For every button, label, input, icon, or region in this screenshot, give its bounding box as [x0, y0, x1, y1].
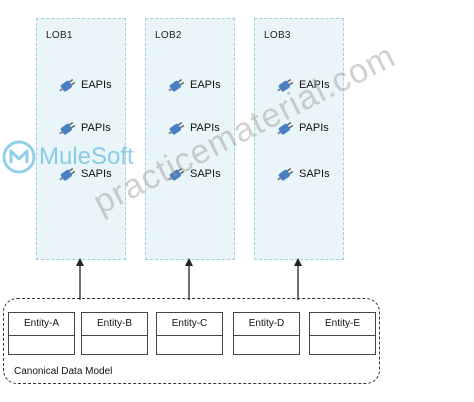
api-layer-experience: EAPIs: [166, 76, 221, 94]
entity-box-a: Entity-A: [8, 312, 75, 355]
watermark-site-text: practicematerial.com: [87, 36, 402, 222]
plug-icon: [59, 78, 76, 92]
entity-box-d: Entity-D: [233, 312, 300, 355]
mulesoft-watermark-logo: MuleSoft: [2, 140, 134, 174]
api-label: SAPIs: [299, 168, 330, 180]
lob-column-3: LOB3 EAPIs PAPIs: [254, 18, 344, 260]
plug-icon: [277, 167, 294, 181]
api-label: EAPIs: [81, 79, 112, 91]
entity-name: Entity-A: [9, 313, 74, 336]
entity-box-b: Entity-B: [81, 312, 148, 355]
mulesoft-logo-icon: [2, 140, 36, 174]
api-label: SAPIs: [81, 168, 112, 180]
lob-title: LOB3: [264, 30, 291, 41]
plug-icon: [168, 167, 185, 181]
api-label: EAPIs: [299, 79, 330, 91]
plug-icon: [277, 78, 294, 92]
plug-icon: [168, 121, 185, 135]
plug-icon: [277, 121, 294, 135]
api-label: PAPIs: [81, 122, 111, 134]
api-layer-system: SAPIs: [275, 165, 330, 183]
arrow-up-icon: [76, 258, 84, 300]
entity-name: Entity-E: [310, 313, 375, 336]
api-layer-process: PAPIs: [166, 119, 220, 137]
plug-icon: [168, 78, 185, 92]
entity-name: Entity-C: [157, 313, 222, 336]
api-label: PAPIs: [299, 122, 329, 134]
api-label: SAPIs: [190, 168, 221, 180]
arrow-up-icon: [294, 258, 302, 300]
api-label: PAPIs: [190, 122, 220, 134]
lob-title: LOB2: [155, 30, 182, 41]
plug-icon: [59, 167, 76, 181]
lob-title: LOB1: [46, 30, 73, 41]
api-label: EAPIs: [190, 79, 221, 91]
entity-box-e: Entity-E: [309, 312, 376, 355]
watermark-logo-text: MuleSoft: [39, 143, 134, 170]
entity-name: Entity-D: [234, 313, 299, 336]
canonical-data-model-boundary: [3, 298, 380, 384]
lob-column-2: LOB2 EAPIs PAPIs: [145, 18, 235, 260]
entity-box-c: Entity-C: [156, 312, 223, 355]
api-layer-process: PAPIs: [275, 119, 329, 137]
arrow-up-icon: [185, 258, 193, 300]
api-layer-system: SAPIs: [57, 165, 112, 183]
lob-column-1: LOB1 EAPIs PAPIs: [36, 18, 126, 260]
canonical-data-model-label: Canonical Data Model: [14, 366, 113, 377]
plug-icon: [59, 121, 76, 135]
entity-name: Entity-B: [82, 313, 147, 336]
api-layer-system: SAPIs: [166, 165, 221, 183]
api-layer-experience: EAPIs: [57, 76, 112, 94]
api-layer-process: PAPIs: [57, 119, 111, 137]
api-layer-experience: EAPIs: [275, 76, 330, 94]
